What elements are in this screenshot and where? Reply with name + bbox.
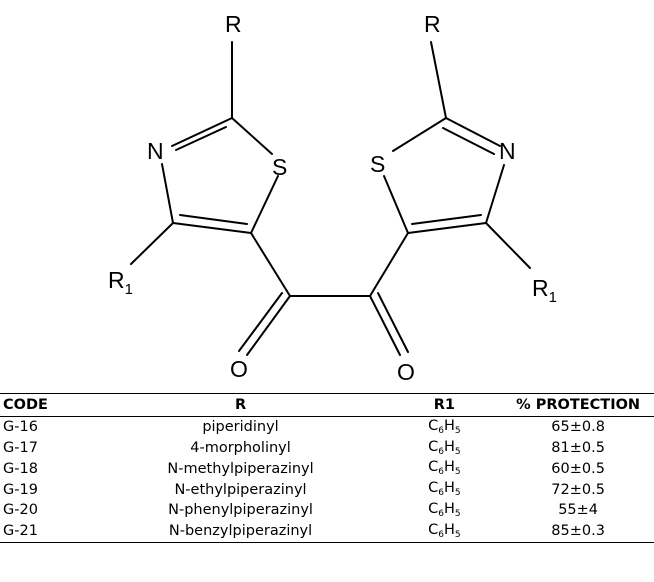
- atom-r-left: R: [225, 11, 242, 37]
- cell-r1: C6H5: [386, 520, 503, 543]
- cell-r: N-benzylpiperazinyl: [94, 520, 387, 543]
- table-row: G-16 piperidinyl C6H5 65±0.8: [0, 417, 654, 438]
- cell-code: G-21: [0, 520, 95, 543]
- atom-n-right: N: [499, 138, 516, 164]
- cell-r1: C6H5: [428, 501, 461, 520]
- cell-code: G-16: [3, 419, 38, 436]
- bond-right-c5-carbonyl: [369, 232, 409, 297]
- cell-r1: C6H5: [428, 480, 461, 499]
- bond-left-n-c4: [161, 163, 174, 224]
- bond-right-r-c2: [430, 41, 447, 119]
- atom-o-left: O: [230, 356, 248, 382]
- table-row: G-19 N-ethylpiperazinyl C6H5 72±0.5: [0, 479, 654, 500]
- cell-protection: 81±0.5: [551, 439, 605, 456]
- header-r1: R1: [386, 393, 503, 417]
- cell-code: G-20: [3, 502, 38, 519]
- cell-protection: 72±0.5: [551, 481, 605, 498]
- cell-code: G-19: [3, 481, 38, 498]
- cell-r: 4-morpholinyl: [190, 439, 291, 456]
- cell-r: N-methylpiperazinyl: [167, 460, 314, 477]
- atom-o-right: O: [397, 359, 415, 385]
- cell-r: piperidinyl: [202, 419, 279, 436]
- cell-code: G-18: [3, 460, 38, 477]
- header-protection: % PROTECTION: [502, 393, 654, 417]
- atom-r1-right: R1: [532, 275, 557, 306]
- header-code: CODE: [0, 393, 95, 417]
- bond-right-c5-c4-double: [411, 214, 482, 225]
- table-row: G-20 N-phenylpiperazinyl C6H5 55±4: [0, 500, 654, 521]
- atom-r-right: R: [424, 11, 441, 37]
- bond-right-co-double: [377, 292, 409, 353]
- cell-protection: 65±0.8: [551, 419, 605, 436]
- bond-right-c2-n: [445, 117, 501, 147]
- atom-r1-left: R1: [108, 267, 133, 298]
- bond-left-c2-n-double: [175, 126, 227, 151]
- table-header-row: CODE R R1 % PROTECTION: [0, 393, 654, 417]
- cell-r1: C6H5: [428, 417, 461, 436]
- cell-r: N-phenylpiperazinyl: [168, 502, 313, 519]
- bond-left-co-double: [238, 292, 283, 352]
- bond-right-c5-c4: [407, 222, 487, 234]
- table-row: G-17 4-morpholinyl C6H5 81±0.5: [0, 438, 654, 459]
- atom-s-left: S: [272, 154, 287, 180]
- bond-right-c4-r1: [485, 222, 531, 269]
- bond-left-c2-s: [231, 117, 273, 155]
- protection-table: CODE R R1 % PROTECTION G-16 piperidinyl …: [0, 393, 654, 543]
- bond-right-co: [369, 295, 401, 356]
- bond-left-c4-c5: [172, 222, 252, 234]
- table-row: G-18 N-methylpiperazinyl C6H5 60±0.5: [0, 459, 654, 480]
- chemical-structure: R R N S S N R1 R1 O O: [108, 11, 557, 385]
- cell-r1: C6H5: [428, 438, 461, 457]
- cell-protection: 85±0.3: [502, 520, 654, 543]
- atom-s-right: S: [370, 151, 385, 177]
- bond-left-co: [246, 295, 291, 356]
- bond-right-c2-n-double: [442, 127, 495, 155]
- bond-right-n-c4: [485, 164, 505, 224]
- bond-right-c2-s: [392, 117, 447, 152]
- cell-protection: 55±4: [558, 502, 599, 519]
- bond-left-c4-c5-double: [179, 214, 248, 225]
- header-r: R: [94, 393, 387, 417]
- cell-protection: 60±0.5: [551, 460, 605, 477]
- bond-left-c4-r1: [130, 222, 174, 265]
- bond-left-s-c5: [250, 175, 279, 234]
- atom-n-left: N: [147, 138, 164, 164]
- cell-code: G-17: [3, 439, 38, 456]
- table-row: G-21 N-benzylpiperazinyl C6H5 85±0.3: [0, 520, 654, 543]
- cell-r: N-ethylpiperazinyl: [174, 481, 307, 498]
- bond-right-s-c5: [383, 175, 409, 234]
- bond-left-c5-carbonyl: [250, 232, 291, 297]
- cell-r1: C6H5: [428, 459, 461, 478]
- bond-left-c2-n: [171, 117, 233, 147]
